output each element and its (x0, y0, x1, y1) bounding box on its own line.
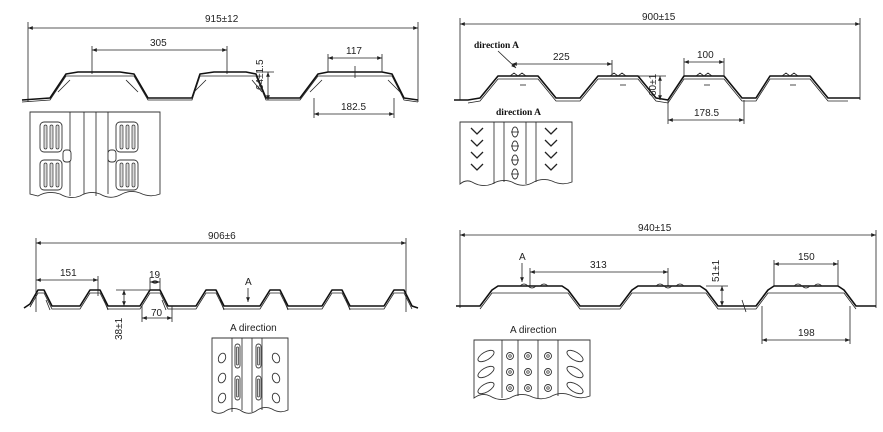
panel-profile-64: 915±12 305 64±1.5 117 (21, 14, 419, 199)
overall-dimension-label: 900±15 (642, 12, 676, 23)
panel-profile-38: 906±6 151 38±1 19 70 (23, 231, 419, 414)
bottom-width-dimension: 178.5 (667, 100, 745, 124)
pitch-dimension: 305 (91, 38, 228, 74)
overall-dimension: 940±15 (459, 223, 877, 308)
height-dimension: 64±1.5 (255, 59, 274, 100)
bottom-width-dimension-label: 182.5 (341, 102, 366, 113)
embossment-sheet (473, 339, 591, 401)
embossment-sheet (29, 111, 161, 199)
height-dimension-label: 60±1 (648, 73, 659, 96)
pitch-dimension-label: 225 (553, 52, 570, 63)
overall-dimension-label: 940±15 (638, 223, 672, 234)
top-width-dimension-label: 100 (697, 50, 714, 61)
top-width-dimension-label: 19 (149, 270, 161, 281)
pitch-dimension-label: 151 (60, 268, 77, 279)
overall-dimension-label: 906±6 (208, 231, 236, 242)
bottom-width-dimension: 70 (141, 306, 173, 322)
top-width-dimension: 117 (327, 46, 383, 78)
panel-profile-51: 940±15 A 313 51±1 150 (456, 223, 877, 401)
bottom-width-dimension: 182.5 (313, 98, 395, 118)
direction-arrow: A (519, 252, 526, 282)
bottom-width-dimension-label: 70 (151, 308, 163, 319)
arrow-label: A (245, 277, 252, 288)
direction-label-2: direction A (496, 108, 541, 118)
pitch-dimension-label: 313 (590, 260, 607, 271)
top-width-dimension: 150 (773, 252, 839, 286)
arrow-label: A (519, 252, 526, 263)
embossment-sheet (211, 337, 289, 414)
top-width-dimension: 100 (683, 50, 725, 76)
height-dimension-label: 38±1 (114, 317, 125, 340)
pitch-dimension: 225 (511, 52, 613, 74)
top-width-dimension-label: 117 (346, 46, 362, 57)
overall-dimension: 900±15 (459, 12, 861, 100)
top-width-dimension-label: 150 (798, 252, 815, 263)
height-dimension-label: 51±1 (711, 259, 722, 282)
direction-arrow: A (245, 277, 252, 302)
height-dimension-label: 64±1.5 (255, 59, 266, 90)
embossment-sheet (459, 121, 573, 187)
trapezoid-profile (456, 285, 876, 307)
trapezoid-profile (21, 71, 419, 101)
trapezoid-profile (454, 75, 860, 101)
direction-label: direction A (474, 41, 519, 51)
direction-label: A direction (230, 323, 277, 334)
height-dimension: 38±1 (114, 289, 150, 340)
direction-label: A direction (510, 325, 557, 336)
height-dimension: 51±1 (706, 259, 728, 306)
bottom-width-dimension: 198 (761, 306, 851, 344)
overall-dimension-label: 915±12 (205, 14, 239, 25)
bottom-width-dimension-label: 198 (798, 328, 815, 339)
overall-dimension: 915±12 (27, 14, 419, 102)
pitch-dimension: 313 (529, 260, 669, 286)
overall-dimension: 906±6 (35, 231, 407, 312)
height-dimension: 60±1 (638, 73, 666, 100)
trapezoid-profile (23, 289, 419, 309)
top-width-dimension: 19 (149, 270, 161, 290)
panel-profile-60: 900±15 direction A 225 60±1 100 (454, 12, 861, 187)
pitch-dimension-label: 305 (150, 38, 167, 49)
bottom-width-dimension-label: 178.5 (694, 108, 719, 119)
